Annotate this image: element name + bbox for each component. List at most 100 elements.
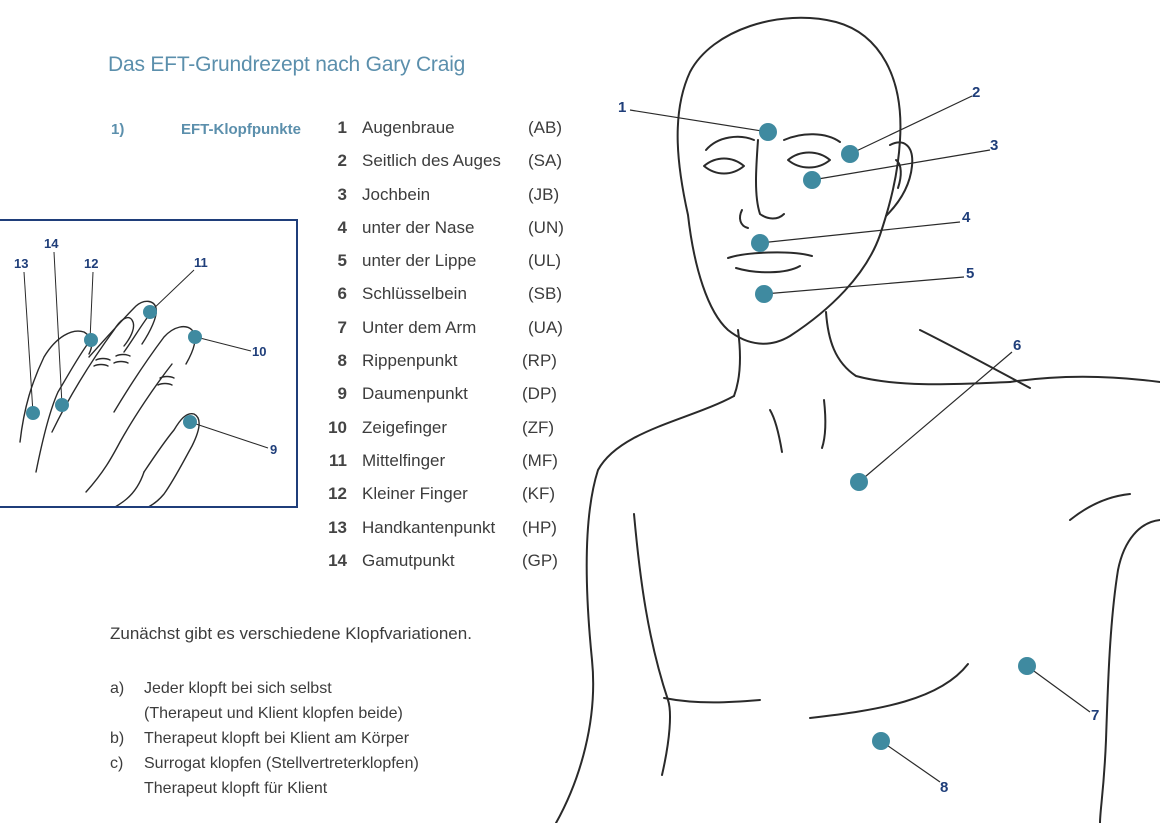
point-number: 9 <box>337 384 347 404</box>
hand-outline <box>19 300 200 506</box>
callout-8: 8 <box>940 779 948 796</box>
variation-letter: b) <box>110 730 125 747</box>
list-item: 4 unter der Nase (UN) <box>320 215 580 248</box>
callout-9: 9 <box>270 442 277 457</box>
point-abbr: (UN) <box>528 217 564 237</box>
hand-diagram: 11 10 9 12 14 13 <box>0 219 298 508</box>
list-item: 13 Handkantenpunkt (HP) <box>320 515 580 548</box>
tap-point-2 <box>841 145 859 163</box>
variation-letter: c) <box>110 755 124 772</box>
list-item: 7 Unter dem Arm (UA) <box>320 315 580 348</box>
tap-point-4 <box>751 234 769 252</box>
list-item: 9 Daumenpunkt (DP) <box>320 381 580 414</box>
hand-illustration: 11 10 9 12 14 13 <box>14 236 277 506</box>
body-tapping-points <box>751 123 1036 750</box>
variation-line: Surrogat klopfen (Stellvertreterklopfen) <box>144 755 419 772</box>
point-abbr: (RP) <box>522 351 557 371</box>
variation-line: Jeder klopft bei sich selbst <box>144 680 332 697</box>
section-label: EFT-Klopfpunkte <box>181 121 301 138</box>
point-number: 14 <box>328 550 347 570</box>
point-number: 7 <box>337 317 347 337</box>
point-label: Daumenpunkt <box>362 384 468 404</box>
list-item: 10 Zeigefinger (ZF) <box>320 415 580 448</box>
point-abbr: (UA) <box>528 317 563 337</box>
point-abbr: (ZF) <box>522 417 555 437</box>
point-abbr: (AB) <box>528 118 562 137</box>
list-item: 11 Mittelfinger (MF) <box>320 448 580 481</box>
hand-tapping-points <box>26 305 202 429</box>
tap-point-13 <box>26 406 40 420</box>
callout-12: 12 <box>84 256 98 271</box>
point-abbr: (KF) <box>522 484 556 504</box>
callout-4: 4 <box>962 209 971 226</box>
point-abbr: (SB) <box>528 284 562 304</box>
point-abbr: (GP) <box>522 550 558 570</box>
hand-callout-lines <box>23 251 269 449</box>
point-number: 6 <box>337 284 347 304</box>
variation-line: (Therapeut und Klient klopfen beide) <box>144 705 403 722</box>
point-label: Jochbein <box>362 184 431 204</box>
tap-point-1 <box>759 123 777 141</box>
point-label: Seitlich des Auges <box>362 151 501 171</box>
point-number: 13 <box>328 517 347 537</box>
point-abbr: (DP) <box>522 384 557 404</box>
list-item: 12 Kleiner Finger (KF) <box>320 481 580 514</box>
point-label: Gamutpunkt <box>362 550 455 570</box>
tap-point-14 <box>55 398 69 412</box>
variation-line: Therapeut klopft bei Klient am Körper <box>144 730 410 747</box>
tap-point-12 <box>84 333 98 347</box>
point-label: Augenbraue <box>362 118 455 137</box>
tap-point-10 <box>188 330 202 344</box>
callout-14: 14 <box>44 236 59 251</box>
tap-point-5 <box>755 285 773 303</box>
callout-1: 1 <box>618 99 626 116</box>
point-label: Rippenpunkt <box>362 351 458 371</box>
point-abbr: (JB) <box>528 184 560 204</box>
point-abbr: (HP) <box>522 517 557 537</box>
section-number: 1) <box>111 121 125 138</box>
point-label: Handkantenpunkt <box>362 517 496 537</box>
variation-line: Therapeut klopft für Klient <box>144 780 328 797</box>
point-number: 1 <box>337 118 347 137</box>
callout-2: 2 <box>972 84 980 101</box>
tap-point-7 <box>1018 657 1036 675</box>
point-label: Zeigefinger <box>362 417 448 437</box>
body-callout-lines <box>629 95 1091 783</box>
point-label: Mittelfinger <box>362 450 446 470</box>
point-number: 11 <box>329 450 347 470</box>
point-abbr: (MF) <box>522 450 558 470</box>
point-label: unter der Nase <box>362 217 475 237</box>
callout-5: 5 <box>966 265 974 282</box>
point-abbr: (UL) <box>528 251 562 271</box>
callout-13: 13 <box>14 256 28 271</box>
hand-callout-numbers: 11 10 9 12 14 13 <box>14 236 277 457</box>
body-callout-numbers: 1 2 3 4 5 6 7 8 <box>618 84 1099 796</box>
point-abbr: (SA) <box>528 151 562 171</box>
variation-letter: a) <box>110 680 125 697</box>
list-item: 6 Schlüsselbein (SB) <box>320 281 580 314</box>
callout-10: 10 <box>252 344 266 359</box>
tap-point-11 <box>143 305 157 319</box>
point-label: Unter dem Arm <box>362 317 477 337</box>
tap-point-3 <box>803 171 821 189</box>
callout-7: 7 <box>1091 707 1099 724</box>
body-outline <box>555 16 1160 823</box>
point-number: 12 <box>328 484 347 504</box>
list-item: 5 unter der Lippe (UL) <box>320 248 580 281</box>
point-label: Kleiner Finger <box>362 484 468 504</box>
point-number: 10 <box>328 417 347 437</box>
list-item: 14 Gamutpunkt (GP) <box>320 548 580 581</box>
callout-3: 3 <box>990 137 998 154</box>
point-label: unter der Lippe <box>362 251 477 271</box>
callout-11: 11 <box>194 255 208 270</box>
point-number: 4 <box>337 217 347 237</box>
point-number: 5 <box>337 251 347 271</box>
point-number: 2 <box>337 151 347 171</box>
list-item: 2 Seitlich des Auges (SA) <box>320 148 580 181</box>
tap-point-9 <box>183 415 197 429</box>
point-label: Schlüsselbein <box>362 284 467 304</box>
page-title: Das EFT-Grundrezept nach Gary Craig <box>108 53 466 76</box>
